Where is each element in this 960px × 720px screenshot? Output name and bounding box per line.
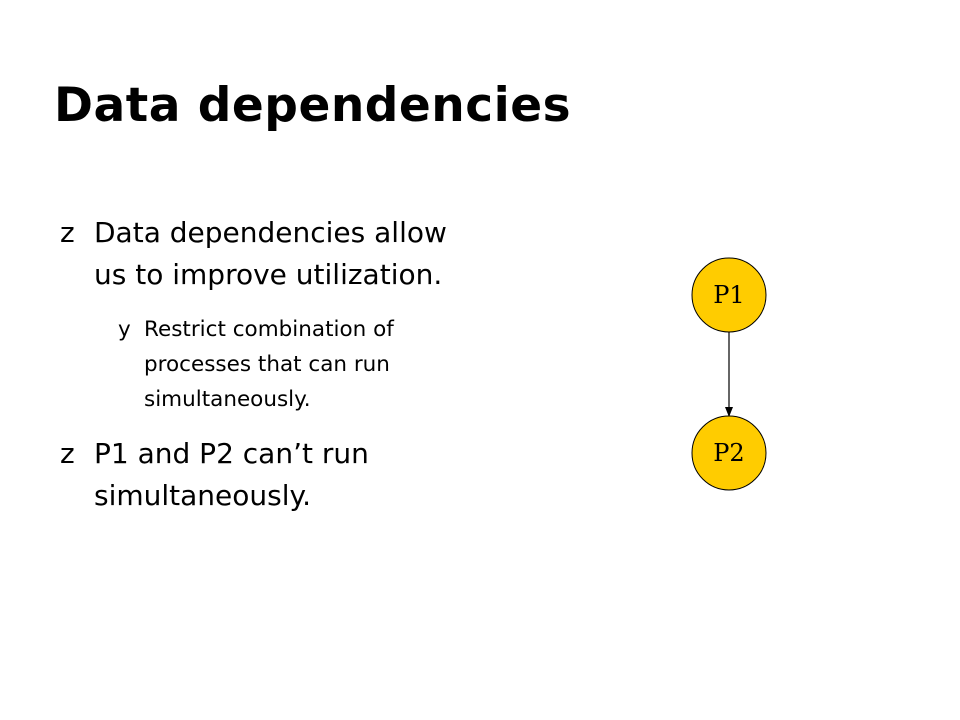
sub-bullet-item: y Restrict combination of processes that… bbox=[60, 312, 460, 417]
bullet-marker: z bbox=[60, 437, 75, 470]
node-p1-circle bbox=[691, 257, 767, 333]
sub-bullet-text: Restrict combination of processes that c… bbox=[144, 317, 394, 412]
bullet-marker: z bbox=[60, 216, 75, 249]
bullet-text: Data dependencies allow us to improve ut… bbox=[94, 216, 447, 291]
bullet-list: z Data dependencies allow us to improve … bbox=[60, 212, 460, 535]
bullet-item: z Data dependencies allow us to improve … bbox=[60, 212, 460, 296]
sub-bullet-marker: y bbox=[118, 317, 131, 342]
node-p1: P1 bbox=[691, 257, 767, 333]
node-p2: P2 bbox=[691, 415, 767, 491]
bullet-text: P1 and P2 can’t run simultaneously. bbox=[94, 437, 369, 512]
slide-title: Data dependencies bbox=[54, 78, 572, 133]
node-p1-label: P1 bbox=[713, 281, 744, 309]
node-p2-circle bbox=[691, 415, 767, 491]
bullet-item: z P1 and P2 can’t run simultaneously. bbox=[60, 433, 460, 517]
node-p2-label: P2 bbox=[713, 439, 744, 467]
